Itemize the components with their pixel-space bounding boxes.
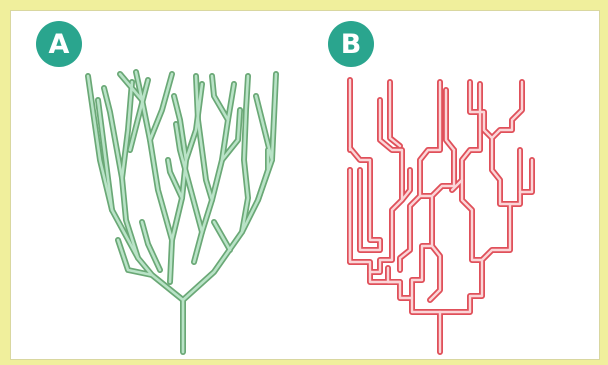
panel-a-label: A	[49, 29, 70, 60]
tree-b-branch	[350, 148, 380, 250]
tree-b-branch	[370, 100, 402, 272]
tree-b-branch	[350, 148, 380, 250]
tree-b-branch	[390, 82, 400, 146]
panel-b-label: B	[341, 29, 362, 60]
panel-a-badge: A	[36, 21, 82, 67]
panel-b-badge: B	[328, 21, 374, 67]
tree-b-branch	[370, 100, 402, 272]
tree-b-branch	[420, 82, 440, 196]
